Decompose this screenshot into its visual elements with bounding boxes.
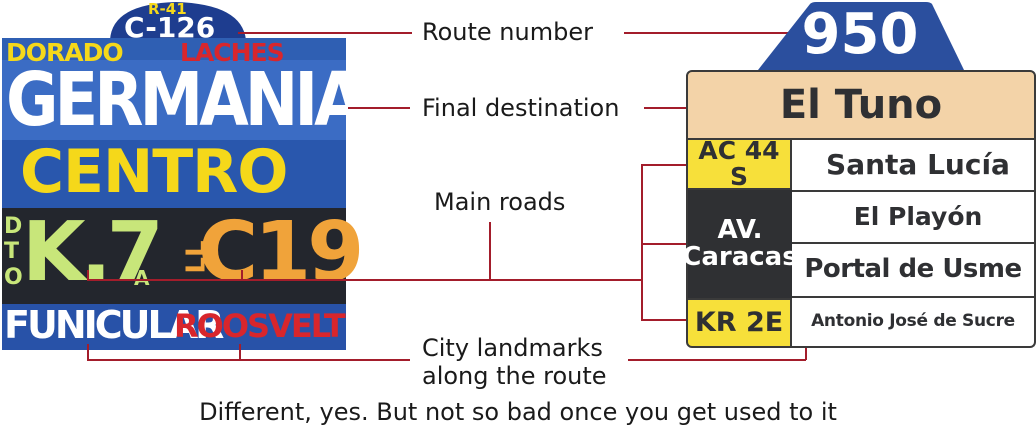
new-sign-road-1: AC 44 S (686, 137, 792, 190)
route-tab-shape (758, 2, 964, 70)
label-route-number: Route number (422, 18, 593, 46)
new-sign-road-2-line2: Caracas (682, 242, 798, 272)
old-route-sign: R-41 C-126 DORADO LACHES GERMANIA CENTRO… (0, 0, 364, 352)
old-sign-line1-left: DORADO (6, 38, 124, 67)
old-sign-bottom-left: FUNICULAR (4, 303, 224, 347)
label-landmarks-line1: City landmarks (422, 334, 603, 362)
old-sign-destination: GERMANIA (6, 58, 364, 144)
new-sign-landmark-1: Santa Lucía (792, 140, 1036, 192)
new-route-sign: 950 El Tuno AC 44 S AV. Caracas KR 2E Sa… (682, 1, 1036, 348)
old-sign-crest (110, 2, 246, 40)
new-sign-destination: El Tuno (686, 70, 1036, 140)
old-sign-line1-right: LACHES (180, 38, 285, 67)
old-sign-vertical-text: DTO (4, 214, 23, 290)
new-sign-landmark-3: Portal de Usme (792, 244, 1036, 298)
caption: Different, yes. But not so bad once you … (199, 398, 837, 426)
new-sign-landmark-2: El Playón (792, 192, 1036, 244)
old-sign-dark-panel (2, 208, 346, 304)
old-sign-small-code: R-41 (148, 0, 187, 18)
old-sign-bottom-right: ROOSVELT (174, 307, 346, 345)
new-sign-road-3: KR 2E (686, 298, 792, 348)
new-sign-road-2-line1: AV. (717, 214, 763, 245)
new-sign-route-number: 950 (801, 1, 919, 67)
old-sign-road-small: A (134, 266, 150, 290)
new-sign-route-tab (758, 2, 964, 70)
label-final-destination: Final destination (422, 94, 620, 122)
leader-main-roads-new (641, 164, 688, 321)
new-sign-landmark-4: Antonio José de Sucre (792, 298, 1036, 348)
label-landmarks-line2: along the route (422, 362, 607, 390)
label-main-roads: Main roads (434, 188, 566, 216)
new-sign-road-2: AV. Caracas (682, 190, 798, 298)
leader-landmarks-old (87, 344, 410, 361)
old-sign-route-number: C-126 (124, 11, 216, 44)
old-sign-line3: CENTRO (20, 137, 288, 207)
old-sign-background (2, 2, 346, 350)
leader-main-roads-old (87, 270, 243, 281)
